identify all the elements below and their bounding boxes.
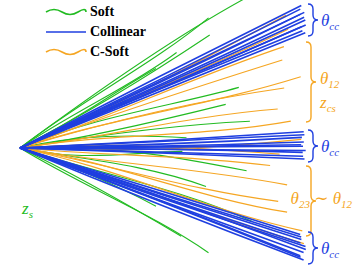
csoft-sample (46, 50, 86, 55)
angle-label: θcc (321, 12, 339, 29)
particle-line (20, 33, 305, 148)
legend-text: C-Soft (90, 45, 129, 59)
collinear-sample (46, 31, 86, 33)
collinear-lines (20, 6, 306, 261)
soft-sample (46, 10, 86, 15)
angle-label: zcs (320, 94, 336, 111)
particle-line (20, 6, 301, 149)
particle-line (20, 142, 304, 148)
particle-line (20, 20, 305, 148)
particle-line (20, 104, 226, 148)
particle-line (20, 17, 304, 148)
angle-label: θcc (321, 138, 339, 155)
legend-samples (46, 10, 86, 55)
brace (308, 130, 318, 162)
particle-line (20, 25, 306, 148)
particle-line (20, 12, 304, 148)
legend-text: Collinear (90, 25, 146, 39)
particle-line (20, 35, 210, 148)
particle-line (20, 148, 301, 257)
angle-label: θ23 ∼ θ12 (291, 190, 352, 207)
brace (308, 232, 318, 264)
particle-line (20, 27, 302, 148)
particle-line (20, 148, 305, 159)
particle-line (20, 132, 304, 148)
legend-text: Soft (90, 5, 114, 19)
angle-label: θcc (321, 240, 339, 257)
angle-label: θ12 (320, 70, 339, 87)
angle-label: zs (22, 200, 33, 217)
particle-line (20, 88, 284, 148)
particle-line (20, 148, 304, 260)
particle-line (20, 0, 251, 148)
braces (306, 4, 318, 264)
brace (306, 42, 316, 122)
csoft-lines (20, 15, 304, 243)
brace (308, 4, 318, 36)
particle-line (20, 14, 301, 148)
particle-line (20, 135, 304, 148)
